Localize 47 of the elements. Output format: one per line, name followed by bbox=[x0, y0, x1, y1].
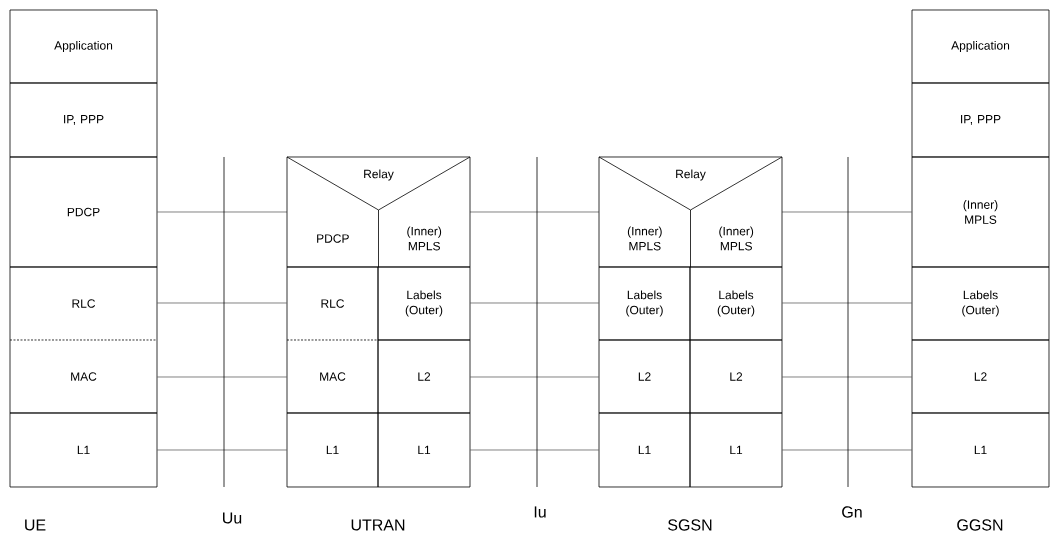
stack-label: GGSN bbox=[957, 519, 1003, 531]
layer-cell: L2 bbox=[598, 339, 691, 414]
layer-cell: (Inner) MPLS bbox=[407, 226, 442, 251]
connector-line bbox=[782, 302, 912, 304]
layer-cell: Labels (Outer) bbox=[689, 266, 783, 341]
layer-cell: Labels (Outer) bbox=[598, 266, 691, 341]
layer-cell: MAC bbox=[286, 339, 379, 414]
layer-cell: IP, PPP bbox=[911, 82, 1050, 158]
layer-cell: L1 bbox=[9, 412, 158, 488]
layer-cell: Labels (Outer) bbox=[377, 266, 471, 341]
stack-label: Uu bbox=[223, 512, 242, 524]
connector-line bbox=[157, 449, 287, 451]
connector-line bbox=[470, 449, 599, 451]
layer-cell: (Inner) MPLS bbox=[911, 156, 1050, 268]
stack-label: UTRAN bbox=[351, 519, 405, 531]
layer-cell: L1 bbox=[598, 412, 691, 488]
layer-cell: Labels (Outer) bbox=[911, 266, 1050, 341]
layer-cell: RLC bbox=[286, 266, 379, 341]
connector-line bbox=[782, 449, 912, 451]
layer-cell: (Inner) MPLS bbox=[719, 226, 754, 251]
stack-label: Iu bbox=[534, 506, 546, 518]
layer-cell: Application bbox=[911, 9, 1050, 84]
connector-line bbox=[470, 302, 599, 304]
connector-line bbox=[157, 302, 287, 304]
layer-cell: PDCP bbox=[9, 156, 158, 268]
stack-label: UE bbox=[25, 519, 46, 531]
layer-cell: L1 bbox=[689, 412, 783, 488]
layer-cell: MAC bbox=[9, 339, 158, 414]
layer-cell: L1 bbox=[286, 412, 379, 488]
layer-cell: L2 bbox=[377, 339, 471, 414]
connector-line bbox=[157, 211, 288, 213]
connector-line bbox=[781, 211, 912, 213]
layer-cell: L2 bbox=[689, 339, 783, 414]
layer-cell: L1 bbox=[911, 412, 1050, 488]
layer-cell: L2 bbox=[911, 339, 1050, 414]
layer-cell: Application bbox=[9, 9, 158, 84]
stack-label: Gn bbox=[842, 506, 862, 518]
stack-label: SGSN bbox=[668, 519, 712, 531]
connector-line bbox=[470, 376, 599, 378]
layer-cell: PDCP bbox=[317, 234, 349, 243]
layer-cell: L1 bbox=[377, 412, 471, 488]
layer-cell: (Inner) MPLS bbox=[627, 226, 662, 251]
connector-line bbox=[157, 376, 287, 378]
layer-cell: IP, PPP bbox=[9, 82, 158, 158]
connector-line bbox=[469, 211, 600, 213]
layer-cell: RLC bbox=[9, 266, 158, 341]
connector-line bbox=[782, 376, 912, 378]
